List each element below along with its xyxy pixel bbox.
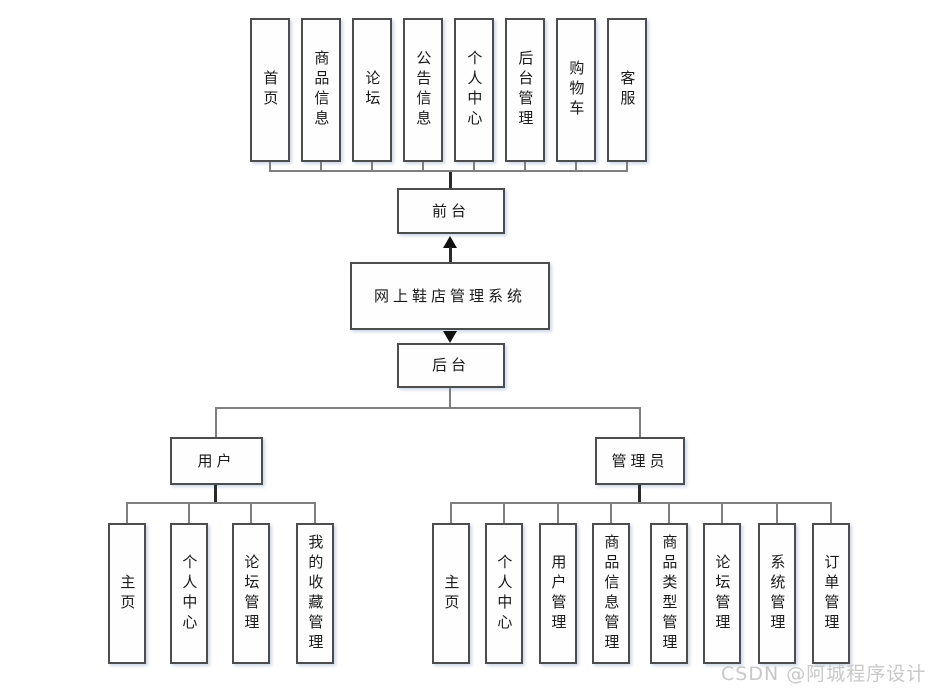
node-module-personal-center: 个人中心: [454, 18, 494, 162]
connector-stub-top-6: [524, 162, 526, 172]
arrow-up-icon: [443, 236, 457, 248]
node-module-home: 首页: [250, 18, 290, 162]
connector-desc-user: [215, 409, 217, 437]
node-module-product-info: 商品信息: [301, 18, 341, 162]
connector-user-rail: [126, 502, 316, 504]
connector-stub-admin-5: [668, 504, 670, 523]
node-admin-system-management: 系统管理: [758, 523, 796, 664]
node-admin-product-type-management: 商品类型管理: [650, 523, 688, 664]
connector-stub-admin-7: [776, 504, 778, 523]
connector-desc-admin: [639, 409, 641, 437]
node-module-shopping-cart: 购物车: [556, 18, 596, 162]
node-admin: 管理员: [595, 437, 685, 485]
connector-drop-frontend: [449, 172, 452, 188]
connector-stub-admin-8: [830, 504, 832, 523]
connector-stub-top-2: [320, 162, 322, 172]
connector-drop-user: [214, 485, 217, 503]
node-module-announcement-info: 公告信息: [403, 18, 443, 162]
connector-stub-backend: [449, 388, 451, 408]
node-admin-product-info-management: 商品信息管理: [592, 523, 630, 664]
connector-stub-admin-1: [450, 504, 452, 523]
connector-arrow-up-shaft: [449, 247, 452, 262]
connector-stub-top-7: [575, 162, 577, 172]
connector-stub-user-4: [314, 504, 316, 523]
connector-admin-rail: [450, 502, 832, 504]
node-admin-personal-center: 个人中心: [485, 523, 523, 664]
watermark-text: CSDN @阿城程序设计: [721, 663, 927, 685]
node-module-forum: 论坛: [352, 18, 392, 162]
connector-drop-admin: [638, 485, 641, 503]
connector-stub-user-3: [250, 504, 252, 523]
connector-stub-top-8: [626, 162, 628, 172]
node-user-forum-management: 论坛管理: [232, 523, 270, 664]
connector-stub-admin-2: [503, 504, 505, 523]
node-admin-user-management: 用户管理: [539, 523, 577, 664]
connector-stub-admin-4: [610, 504, 612, 523]
connector-stub-top-4: [422, 162, 424, 172]
node-backend: 后台: [397, 343, 505, 388]
connector-stub-user-1: [126, 504, 128, 523]
node-user: 用户: [170, 437, 263, 485]
node-module-backend-management: 后台管理: [505, 18, 545, 162]
node-root-system: 网上鞋店管理系统: [350, 262, 550, 330]
node-user-personal-center: 个人中心: [170, 523, 208, 664]
connector-stub-user-2: [188, 504, 190, 523]
node-admin-order-management: 订单管理: [812, 523, 850, 664]
node-user-home: 主页: [108, 523, 146, 664]
arrow-down-icon: [443, 331, 457, 343]
node-module-customer-service: 客服: [607, 18, 647, 162]
connector-stub-top-3: [371, 162, 373, 172]
connector-stub-admin-3: [557, 504, 559, 523]
node-frontend: 前台: [397, 188, 505, 234]
connector-top-rail: [269, 170, 628, 172]
connector-stub-admin-6: [721, 504, 723, 523]
connector-backend-rail: [215, 407, 641, 409]
node-user-favorites-management: 我的收藏管理: [296, 523, 334, 664]
connector-stub-top-5: [473, 162, 475, 172]
node-admin-forum-management: 论坛管理: [703, 523, 741, 664]
node-admin-home: 主页: [432, 523, 470, 664]
connector-stub-top-1: [269, 162, 271, 172]
